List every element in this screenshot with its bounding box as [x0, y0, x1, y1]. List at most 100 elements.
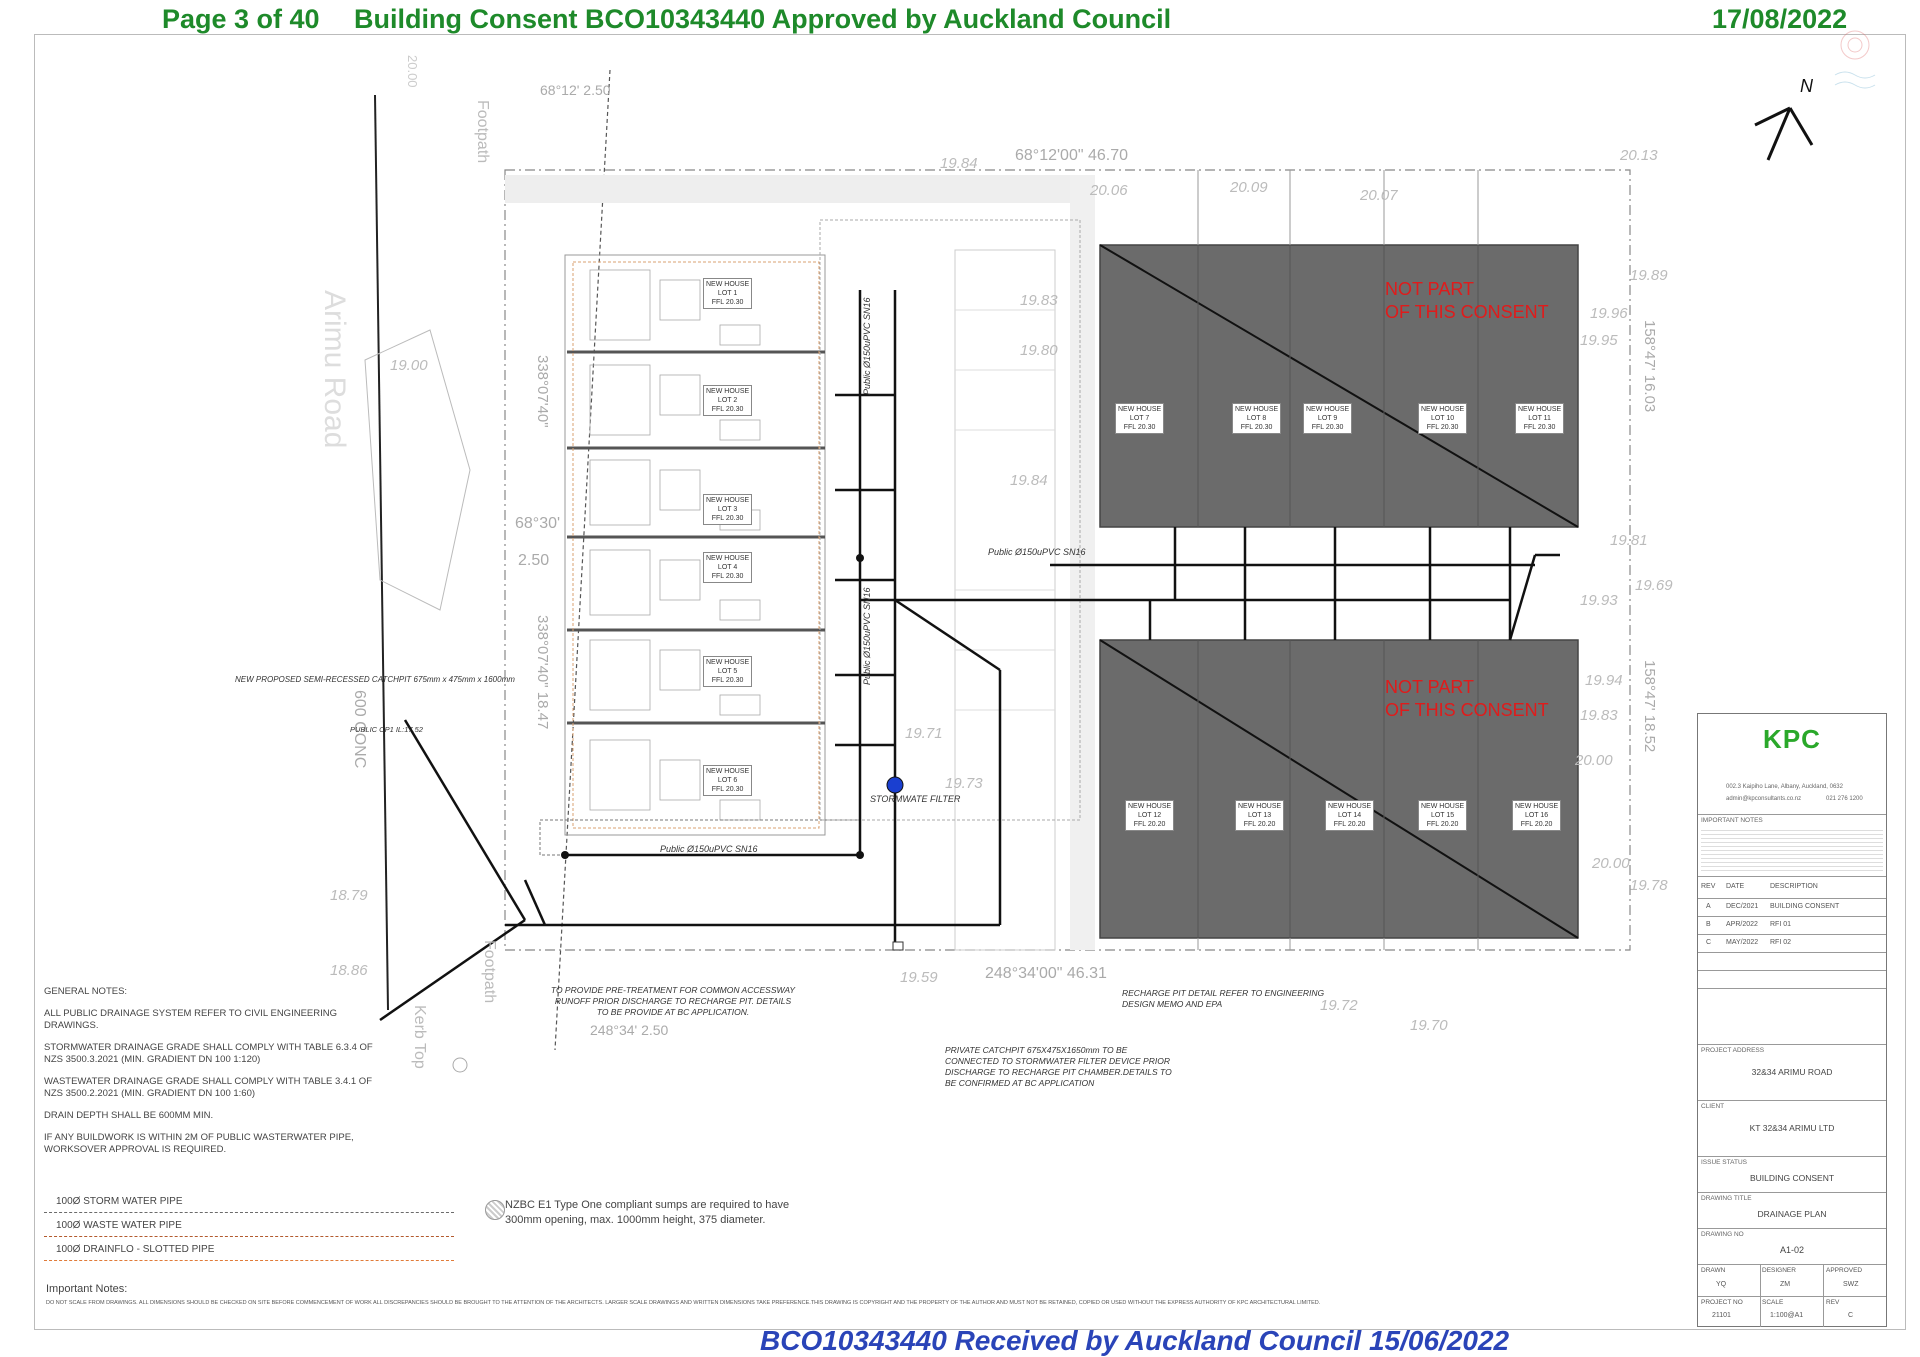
tb-revision-row-b: B APR/2022 RFI 01: [1698, 916, 1886, 935]
legend-drainflo: 100Ø DRAINFLO - SLOTTED PIPE: [44, 1244, 454, 1268]
recharge-pit-note: RECHARGE PIT DETAIL REFER TO ENGINEERING…: [1122, 988, 1324, 1009]
manhole-a1-icon: [561, 851, 569, 859]
stormwater-filter-icon: [886, 776, 904, 794]
bearing-left-small: 2.50: [518, 552, 549, 569]
lateral-pipes-bottom: [1148, 600, 1512, 640]
sump-hatch-icon: [485, 1200, 505, 1220]
svg-text:19.80: 19.80: [1020, 342, 1058, 359]
tb-drawing-title: DRAWING TITLE DRAINAGE PLAN: [1698, 1192, 1886, 1229]
svg-text:19.84: 19.84: [1010, 472, 1048, 489]
bearing-left-1: 338°07'40": [534, 355, 551, 428]
svg-text:19.69: 19.69: [1635, 577, 1673, 594]
service-pit-icon: [452, 1057, 468, 1073]
public-cp-label: PUBLIC CP1 IL:17.52: [350, 725, 424, 734]
svg-text:18.79: 18.79: [330, 887, 368, 904]
bearing-left-mid: 68°30': [515, 515, 560, 532]
svg-text:20.00: 20.00: [1574, 752, 1613, 769]
general-note-1: ALL PUBLIC DRAINAGE SYSTEM REFER TO CIVI…: [44, 1008, 337, 1031]
manhole-a2-icon: [856, 554, 864, 562]
council-logo-icon: [1834, 30, 1876, 89]
received-banner: BCO10343440 Received by Auckland Council…: [760, 1325, 1510, 1356]
drawing-sheet: [34, 34, 1906, 1330]
svg-text:19.71: 19.71: [905, 725, 943, 742]
general-note-3: WASTEWATER DRAINAGE GRADE SHALL COMPLY W…: [44, 1076, 372, 1099]
left-lots-wall-trace: [572, 261, 820, 829]
lateral-pipes-top: [1173, 527, 1512, 600]
parking-bays: [955, 309, 1055, 711]
svg-text:19.96: 19.96: [1590, 305, 1628, 322]
bearing-left-2: 338°07'40" 18.47: [534, 615, 551, 729]
pipe-label-vert-1: Public Ø150uPVC SN16: [862, 297, 872, 395]
consent-banner: Building Consent BCO10343440 Approved by…: [354, 4, 1172, 34]
not-part-diagonal-top: [1099, 244, 1579, 528]
svg-text:19.89: 19.89: [1630, 267, 1668, 284]
svg-text:20.00: 20.00: [1591, 855, 1630, 872]
important-notes-title: Important Notes:: [46, 1283, 128, 1295]
footpath-label-top: Footpath: [474, 100, 491, 163]
stormwater-pipes: [379, 290, 1560, 1022]
svg-text:19.94: 19.94: [1585, 672, 1623, 689]
svg-text:20.09: 20.09: [1229, 179, 1268, 196]
stormwater-filter-label: STORMWATE FILTER: [870, 794, 961, 804]
svg-text:19.93: 19.93: [1580, 592, 1618, 609]
left-lots-interior: [589, 269, 761, 821]
footpath-label-bottom: Footpath: [481, 940, 498, 1003]
level-numbers: 20.09 20.07 20.13 20.06 19.84 19.83 19.8…: [330, 147, 1673, 1034]
important-notes-text: DO NOT SCALE FROM DRAWINGS. ALL DIMENSIO…: [46, 1300, 1321, 1306]
north-label: N: [1800, 76, 1814, 96]
left-lots-outline: [564, 254, 826, 836]
tb-important-notes: IMPORTANT NOTES: [1698, 814, 1886, 875]
svg-text:19.59: 19.59: [900, 969, 938, 986]
general-notes: GENERAL NOTES: ALL PUBLIC DRAINAGE SYSTE…: [44, 986, 389, 1166]
road-island: [364, 329, 471, 611]
legend-waste: 100Ø WASTE WATER PIPE: [44, 1220, 454, 1244]
access-hatch-top: [505, 175, 1095, 203]
svg-text:20.13: 20.13: [1619, 147, 1658, 164]
road-boundary-line: [374, 94, 389, 1011]
north-arrow-icon: [1754, 106, 1814, 161]
bearing-right-2: 158°47' 18.52: [1641, 660, 1658, 752]
svg-text:19.83: 19.83: [1020, 292, 1058, 309]
bearing-top-left: 68°12' 2.50: [540, 82, 611, 98]
company-address: 002.3 Kaipiho Lane, Albany, Auckland, 06…: [1726, 784, 1843, 790]
svg-text:19.83: 19.83: [1580, 707, 1618, 724]
top-block-dividers: [1197, 245, 1479, 527]
pipe-label-bottom: Public Ø150uPVC SN16: [660, 844, 758, 854]
not-part-diagonal-bottom: [1099, 639, 1579, 939]
pipe-legend: 100Ø STORM WATER PIPE 100Ø WASTE WATER P…: [44, 1196, 454, 1268]
inner-boundary: [819, 219, 1081, 821]
consent-date: 17/08/2022: [1712, 4, 1848, 34]
svg-text:18.86: 18.86: [330, 962, 368, 979]
svg-text:19.70: 19.70: [1410, 1017, 1448, 1034]
svg-text:19.73: 19.73: [945, 775, 983, 792]
pipe-label-mid: Public Ø150uPVC SN16: [988, 547, 1086, 557]
kerb-top-label: Kerb Top: [411, 1005, 428, 1069]
bearing-right-1: 158°47' 16.03: [1641, 320, 1658, 412]
tb-revision-row-c: C MAY/2022 RFI 02: [1698, 934, 1886, 953]
kpc-logo: KPC: [1763, 724, 1821, 754]
pipe-label-vert-2: Public Ø150uPVC SN16: [862, 587, 872, 685]
tb-drawn-row: DRAWN DESIGNER APPROVED YQ ZM SWZ: [1698, 1264, 1886, 1297]
new-catchpit-note: NEW PROPOSED SEMI-RECESSED CATCHPIT 675m…: [235, 675, 515, 684]
conc-label: 600 CONC: [351, 690, 368, 768]
left-lots-dividers: [567, 350, 825, 725]
tb-revision-header: REV DATE DESCRIPTION: [1698, 876, 1886, 899]
svg-text:20.06: 20.06: [1089, 182, 1128, 199]
manhole-a2b-icon: [856, 851, 864, 859]
company-phone: 021 276 1200: [1826, 796, 1863, 802]
svg-text:19.84: 19.84: [940, 155, 978, 172]
tb-project-address: PROJECT ADDRESS 32&34 ARIMU ROAD: [1698, 1044, 1886, 1101]
svg-text:19.81: 19.81: [1610, 532, 1648, 549]
pretreatment-note: TO PROVIDE PRE-TREATMENT FOR COMMON ACCE…: [551, 985, 795, 1017]
lot-boundary-lines: [1197, 170, 1479, 950]
